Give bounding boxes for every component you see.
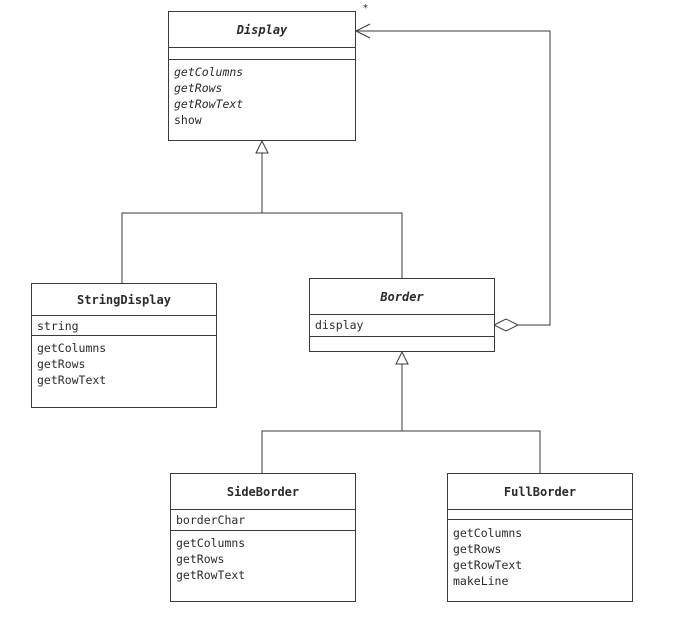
operation: getColumns	[453, 526, 523, 540]
class-stringdisplay: StringDisplay string getColumns getRows …	[31, 283, 217, 408]
operation: getColumns	[37, 341, 107, 355]
aggregation-line	[356, 30, 551, 326]
class-display: Display getColumns getRows getRowText sh…	[168, 11, 356, 141]
class-name: Border	[310, 279, 494, 315]
operation: makeLine	[453, 574, 509, 588]
operation: getRows	[453, 542, 502, 556]
navigability-arrowhead	[354, 23, 371, 39]
multiplicity-label: *	[363, 3, 368, 14]
operation: getRowText	[453, 558, 523, 572]
operation: getColumns	[176, 536, 246, 550]
class-name: Display	[169, 12, 355, 48]
class-fullborder: FullBorder getColumns getRows getRowText…	[447, 473, 633, 602]
operation: getRowText	[176, 568, 246, 582]
operation: getRows	[37, 357, 86, 371]
class-name: SideBorder	[171, 474, 355, 510]
generalization-line-border	[261, 430, 541, 473]
operation: getRowText	[174, 97, 244, 111]
operation: getRows	[174, 81, 223, 95]
attributes-compartment	[448, 510, 632, 520]
operations-compartment: getColumns getRows getRowText makeLine	[448, 520, 632, 589]
class-border: Border display	[309, 278, 495, 352]
attributes-compartment	[169, 48, 355, 60]
generalization-arrow-border	[395, 350, 409, 365]
class-name: FullBorder	[448, 474, 632, 510]
attributes-compartment: string	[32, 316, 216, 336]
generalization-line-display	[121, 212, 403, 283]
class-sideborder: SideBorder borderChar getColumns getRows…	[170, 473, 356, 602]
attribute: borderChar	[176, 513, 246, 527]
operations-compartment: getColumns getRows getRowText show	[169, 60, 355, 128]
operations-compartment: getColumns getRows getRowText	[171, 531, 355, 583]
operations-compartment: getColumns getRows getRowText	[32, 336, 216, 388]
operation: show	[174, 113, 202, 127]
aggregation-diamond	[492, 318, 520, 332]
generalization-arrow-display	[255, 139, 269, 154]
attributes-compartment: borderChar	[171, 510, 355, 531]
operation: getRowText	[37, 373, 107, 387]
operation: getColumns	[174, 65, 244, 79]
attribute: display	[315, 318, 364, 332]
class-name: StringDisplay	[32, 284, 216, 316]
attribute: string	[37, 319, 79, 333]
attributes-compartment: display	[310, 315, 494, 337]
operation: getRows	[176, 552, 225, 566]
